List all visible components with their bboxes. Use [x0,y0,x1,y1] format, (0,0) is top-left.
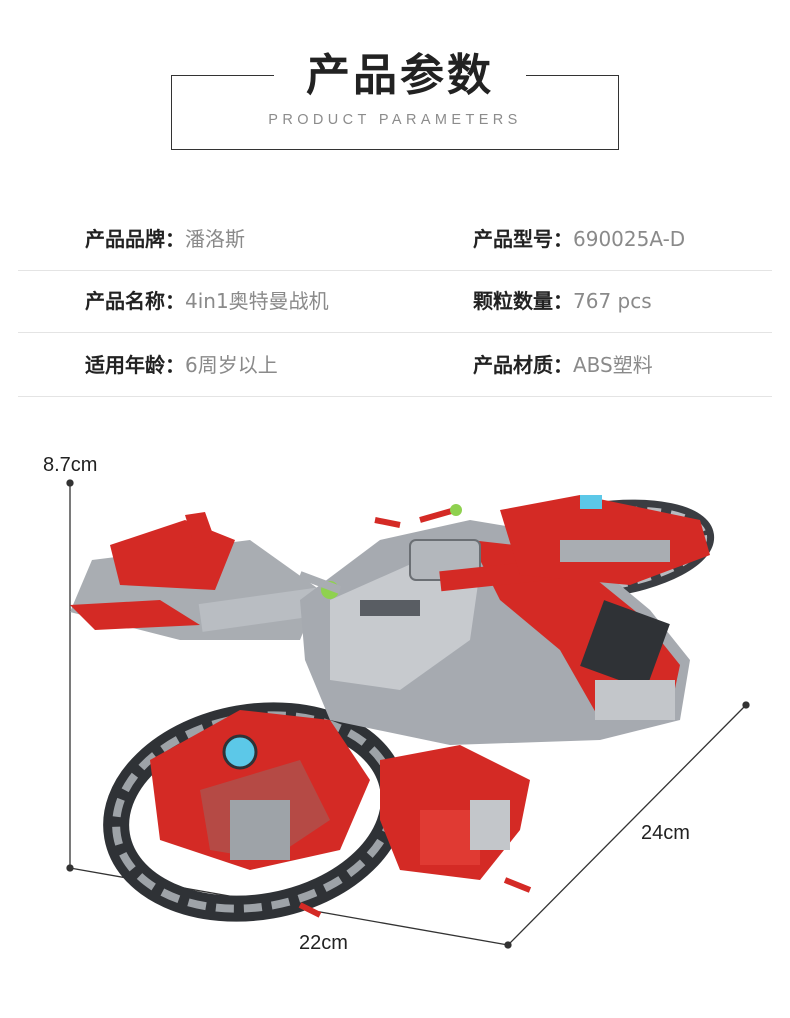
param-name: 产品名称：4in1奥特曼战机 [85,270,329,332]
toy-spaceship-illustration [70,495,715,922]
param-label: 产品材质： [473,353,573,377]
header-frame-top-left [171,75,274,76]
param-value: 690025A-D [573,227,686,251]
dimension-width-label: 22cm [299,932,348,954]
dimension-depth-label: 24cm [641,822,690,844]
param-brand: 产品品牌：潘洛斯 [85,208,245,270]
param-value: 767 pcs [573,289,652,313]
param-value: 6周岁以上 [185,353,278,377]
param-material: 产品材质：ABS塑料 [473,334,653,396]
header-frame-top-right [526,75,619,76]
param-row-3: 适用年龄：6周岁以上 产品材质：ABS塑料 [18,334,772,397]
param-value: ABS塑料 [573,353,653,377]
param-label: 产品型号： [473,227,573,251]
param-row-2: 产品名称：4in1奥特曼战机 颗粒数量：767 pcs [18,270,772,333]
param-value: 潘洛斯 [185,227,245,251]
param-age: 适用年龄：6周岁以上 [85,334,278,396]
param-label: 产品品牌： [85,227,185,251]
header-frame [171,75,619,150]
param-label: 适用年龄： [85,353,185,377]
param-label: 颗粒数量： [473,289,573,313]
param-row-1: 产品品牌：潘洛斯 产品型号：690025A-D [18,208,772,271]
page-subtitle: PRODUCT PARAMETERS [268,112,522,128]
param-model: 产品型号：690025A-D [473,208,685,270]
dimension-height-label: 8.7cm [43,454,98,476]
page-title: 产品参数 [306,50,494,101]
param-pieces: 颗粒数量：767 pcs [473,270,652,332]
param-label: 产品名称： [85,289,185,313]
param-value: 4in1奥特曼战机 [185,289,329,313]
